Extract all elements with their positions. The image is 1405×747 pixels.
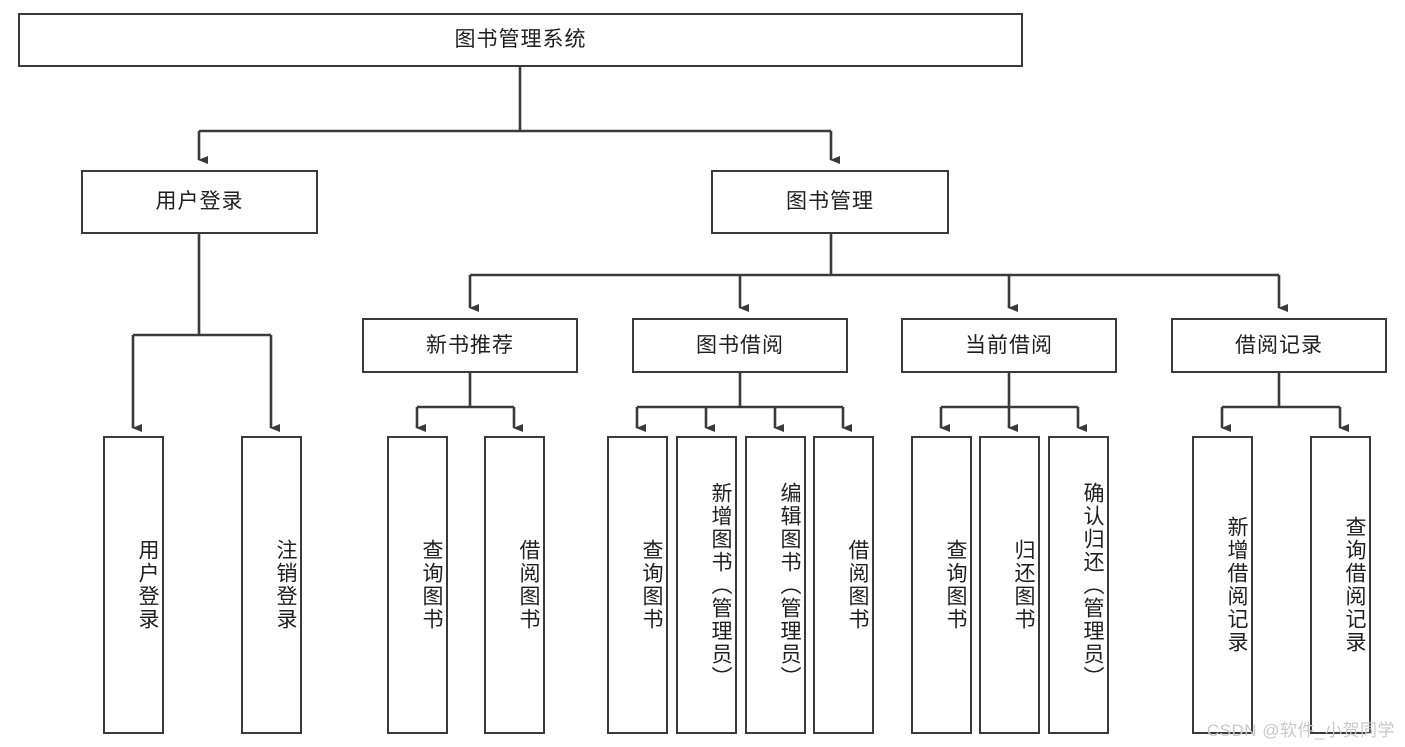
leaf-borrow-book-borrow[interactable]: 借阅图书	[813, 436, 874, 734]
leaf-borrow-book-newbook[interactable]: 借阅图书	[484, 436, 545, 734]
leaf-confirm-return-admin[interactable]: 确认归还（管理员）	[1048, 436, 1109, 734]
node-new-book-recommend[interactable]: 新书推荐	[362, 318, 578, 373]
leaf-borrow-book-borrow-label: 借阅图书	[846, 539, 869, 631]
leaf-query-borrow-record-label: 查询借阅记录	[1343, 516, 1366, 654]
node-current-borrow-label: 当前借阅	[965, 333, 1053, 357]
leaf-query-borrow-record[interactable]: 查询借阅记录	[1310, 436, 1371, 734]
leaf-borrow-book-newbook-label: 借阅图书	[517, 539, 540, 631]
leaf-logout-login-label: 注销登录	[274, 539, 297, 631]
leaf-add-book-admin[interactable]: 新增图书（管理员）	[676, 436, 737, 734]
leaf-query-book-current-label: 查询图书	[944, 539, 967, 631]
leaf-edit-book-admin[interactable]: 编辑图书（管理员）	[745, 436, 806, 734]
leaf-query-book-current[interactable]: 查询图书	[911, 436, 972, 734]
node-book-management-label: 图书管理	[786, 190, 874, 214]
leaf-query-book-newbook[interactable]: 查询图书	[387, 436, 448, 734]
leaf-query-book-borrow-label: 查询图书	[640, 539, 663, 631]
node-current-borrow[interactable]: 当前借阅	[901, 318, 1117, 373]
leaf-return-book-label: 归还图书	[1012, 539, 1035, 631]
node-book-borrow-label: 图书借阅	[696, 333, 784, 357]
node-book-management[interactable]: 图书管理	[711, 170, 949, 234]
node-root[interactable]: 图书管理系统	[18, 13, 1023, 67]
leaf-return-book[interactable]: 归还图书	[979, 436, 1040, 734]
leaf-user-login-label: 用户登录	[136, 539, 159, 631]
leaf-add-book-admin-label: 新增图书（管理员）	[709, 481, 732, 689]
leaf-add-borrow-record[interactable]: 新增借阅记录	[1192, 436, 1253, 734]
node-book-borrow[interactable]: 图书借阅	[632, 318, 848, 373]
node-user-login-label: 用户登录	[155, 190, 244, 214]
leaf-logout-login[interactable]: 注销登录	[241, 436, 302, 734]
node-user-login[interactable]: 用户登录	[81, 170, 318, 234]
node-new-book-recommend-label: 新书推荐	[426, 333, 514, 357]
node-root-label: 图书管理系统	[454, 28, 587, 52]
leaf-query-book-newbook-label: 查询图书	[420, 539, 443, 631]
node-borrow-record[interactable]: 借阅记录	[1171, 318, 1387, 373]
leaf-user-login[interactable]: 用户登录	[103, 436, 164, 734]
leaf-edit-book-admin-label: 编辑图书（管理员）	[778, 481, 801, 689]
leaf-add-borrow-record-label: 新增借阅记录	[1225, 516, 1248, 654]
leaf-confirm-return-admin-label: 确认归还（管理员）	[1081, 481, 1104, 689]
node-borrow-record-label: 借阅记录	[1235, 333, 1323, 357]
leaf-query-book-borrow[interactable]: 查询图书	[607, 436, 668, 734]
